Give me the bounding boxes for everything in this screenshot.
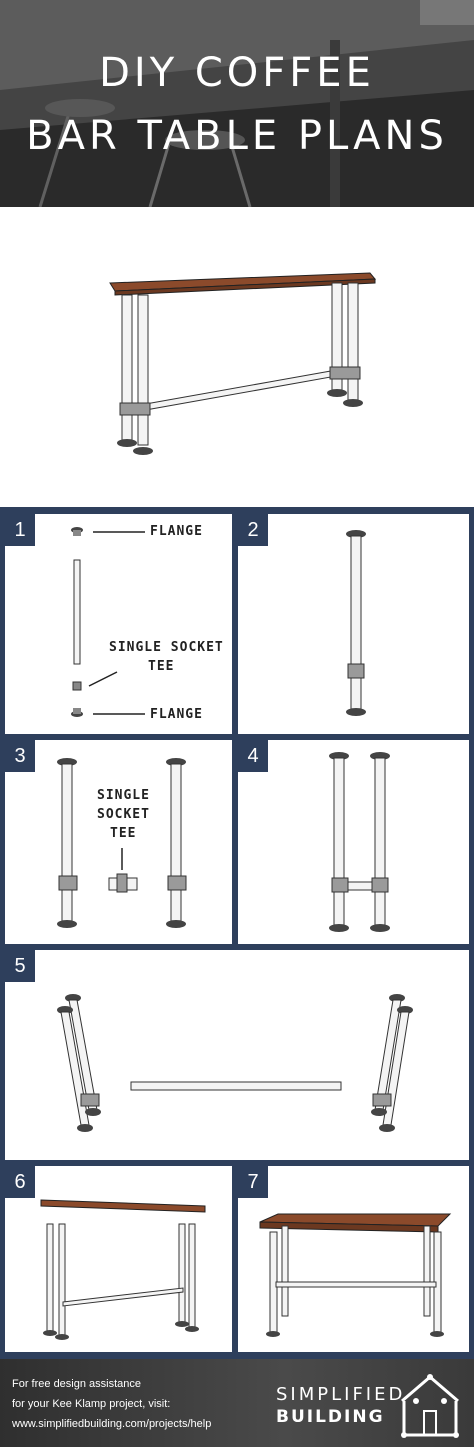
step-1-label-flange-top: FLANGE [150,524,203,539]
step-3-panel: 3 SINGLE SOCKET TEE [5,740,232,944]
step-6-panel: 6 [5,1166,232,1352]
step-1-parts-drawing [71,527,145,717]
finished-table-illustration [109,272,377,455]
step-5-assembly-drawing [57,994,413,1132]
brand-name-bottom: BUILDING [276,1407,385,1427]
step-7-finished-table-drawing [259,1213,452,1337]
step-3-legs-drawing [57,758,187,928]
hero-title-line-1: DIY COFFEE [99,50,375,96]
step-3-label-tee: TEE [110,826,137,841]
step-5-number: 5 [5,950,35,982]
step-6-assembly-drawing [40,1199,206,1340]
step-1-label-tee: TEE [148,659,175,674]
step-1-panel: 1 FLANGE SINGLE SOCKET TEE FLANGE [5,514,232,734]
step-2-panel: 2 [238,514,469,734]
step-1-number: 1 [5,514,35,546]
step-3-label-single: SINGLE [97,788,150,803]
step-3-number: 3 [5,740,35,772]
footer-line-1: For free design assistance [12,1378,142,1390]
hero-background-photo [0,0,474,207]
step-2-leg-drawing [346,530,366,716]
hero-title-line-2: BAR TABLE PLANS [26,113,448,159]
step-4-leg-pair-drawing [329,752,390,932]
step-4-number: 4 [238,740,268,772]
footer-help-link[interactable]: www.simplifiedbuilding.com/projects/help [12,1418,212,1430]
step-6-number: 6 [5,1166,35,1198]
footer-line-2: for your Kee Klamp project, visit: [12,1398,171,1410]
step-2-number: 2 [238,514,268,546]
step-1-label-flange-bottom: FLANGE [150,707,203,722]
footer-banner: For free design assistance for your Kee … [0,1359,474,1447]
brand-name-top: SIMPLIFIED [276,1384,406,1405]
step-5-panel: 5 [5,950,469,1160]
step-1-label-single-socket: SINGLE SOCKET [109,640,224,655]
step-4-panel: 4 [238,740,469,944]
house-logo-icon [401,1374,459,1438]
step-7-panel: 7 [238,1166,469,1352]
hero-banner: DIY COFFEE BAR TABLE PLANS [0,0,474,207]
step-3-label-socket: SOCKET [97,807,150,822]
step-7-number: 7 [238,1166,268,1198]
